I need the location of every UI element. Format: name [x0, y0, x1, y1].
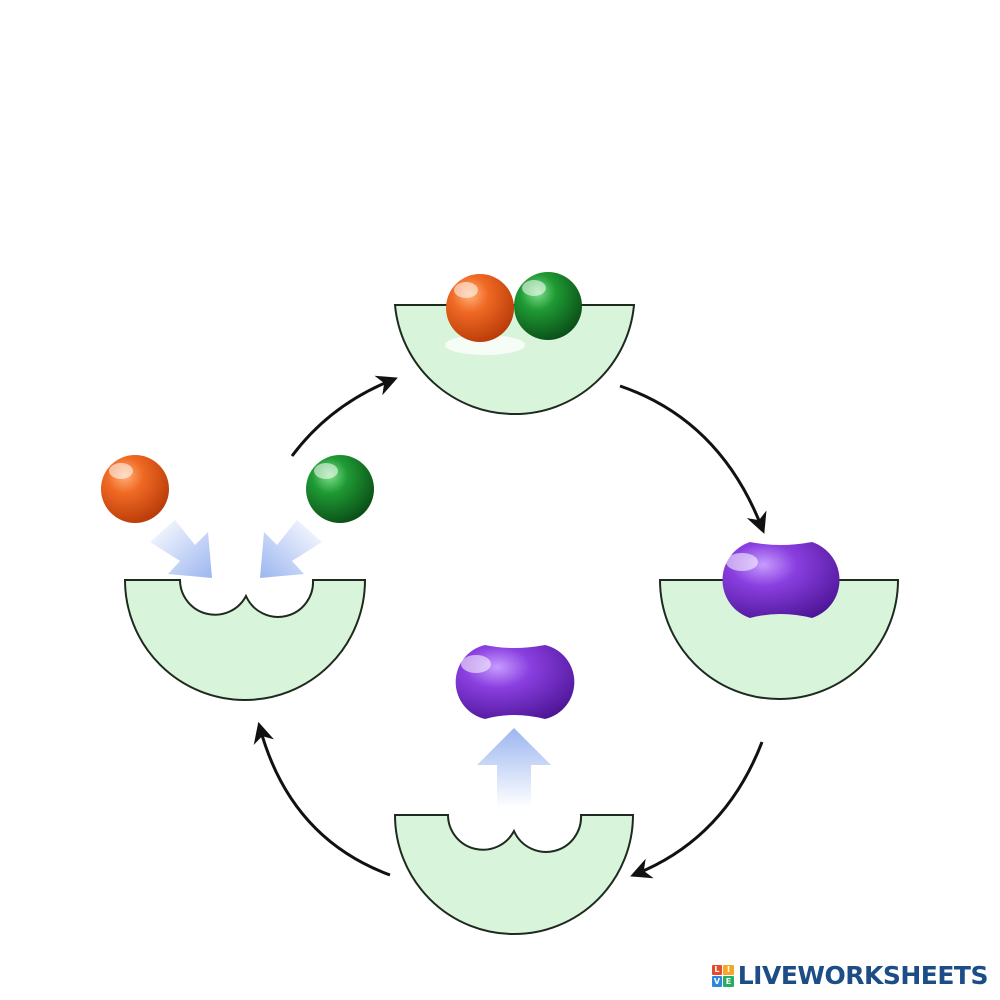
enzyme-icon: [658, 579, 900, 700]
watermark: L I V E LIVEWORKSHEETS: [711, 961, 989, 990]
cycle-arrow-icon: [290, 375, 398, 457]
logo-letter: E: [723, 976, 734, 987]
substrate-b-icon: [514, 272, 582, 340]
logo-letter: V: [711, 976, 723, 987]
enzyme-icon: [393, 304, 636, 415]
substrate-a-icon: [446, 274, 514, 342]
watermark-text: LIVEWORKSHEETS: [737, 961, 989, 990]
logo-letter: I: [723, 964, 734, 975]
watermark-logo-icon: L I V E: [711, 964, 734, 987]
logo-letter: L: [711, 964, 723, 975]
cycle-arrow-icon: [630, 741, 764, 879]
binding-arrow-icon: [150, 520, 212, 578]
substrate-a-icon: [101, 455, 169, 523]
enzyme-icon: [393, 814, 635, 935]
enzyme-icon: [123, 579, 367, 701]
cycle-arrow-icon: [253, 721, 391, 877]
cycle-arrow-icon: [619, 384, 767, 534]
binding-arrow-icon: [260, 520, 322, 578]
binding-arrow-icon: [477, 728, 551, 808]
substrate-b-icon: [306, 455, 374, 523]
